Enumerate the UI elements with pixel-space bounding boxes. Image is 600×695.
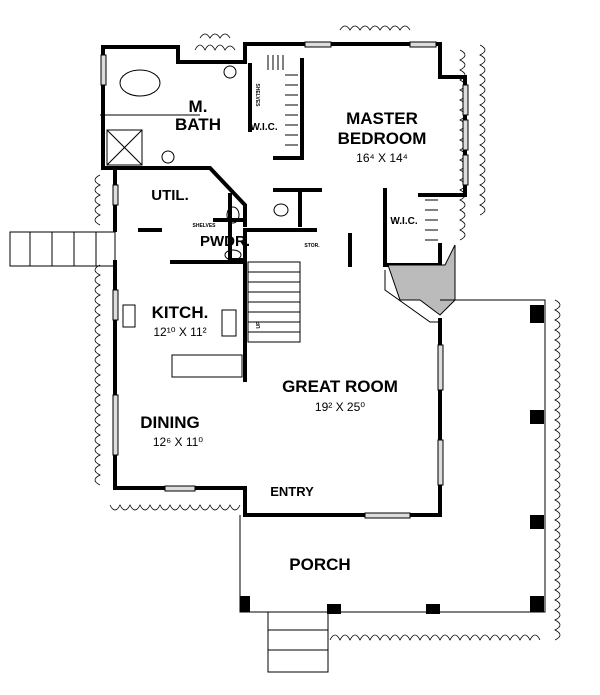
closet-rods: [267, 55, 438, 241]
storage-label: STOR.: [304, 243, 320, 249]
master-bedroom-label-2: BEDROOM: [338, 129, 427, 148]
dining-label: DINING: [140, 413, 200, 432]
fireplace: [384, 244, 456, 323]
side-walkway: [9, 231, 116, 267]
kitchen-label: KITCH.: [152, 303, 209, 322]
entry-label: ENTRY: [270, 484, 314, 499]
staircase: [247, 261, 301, 343]
sink: [161, 150, 175, 164]
util-shelves-label: SHELVES: [193, 223, 217, 229]
sink: [223, 65, 237, 79]
master-bath-label: M.: [189, 97, 208, 116]
master-bedroom-label: MASTER: [346, 109, 418, 128]
master-bedroom-dims: 16⁴ X 14⁴: [356, 151, 408, 165]
master-bath-label-2: BATH: [175, 115, 221, 134]
powder-room-label: PWDR.: [200, 233, 250, 250]
shower: [106, 129, 143, 166]
toilet: [273, 203, 289, 217]
cooktop: [221, 309, 237, 337]
stairs-up-label: UP: [256, 321, 262, 329]
kitchen-dims: 12¹⁰ X 11²: [153, 325, 206, 339]
master-wic-label: W.I.C.: [250, 122, 277, 133]
dining-dims: 12⁶ X 11⁰: [153, 435, 203, 449]
great-room-label: GREAT ROOM: [282, 377, 398, 396]
porch-label: PORCH: [289, 555, 350, 574]
tub: [119, 69, 161, 97]
porch-steps: [267, 611, 329, 673]
closet-wic-label: W.I.C.: [390, 216, 417, 227]
windows: [100, 41, 469, 519]
landscaping-shrubs: [94, 25, 561, 641]
shelves-label: SHELVES: [254, 84, 260, 108]
kitchen-sink: [122, 304, 136, 328]
sink: [224, 249, 242, 261]
fixtures: [100, 65, 289, 378]
utility-label: UTIL.: [151, 187, 189, 204]
porch: [239, 299, 546, 673]
toilet: [226, 206, 240, 224]
island-counter: [171, 354, 243, 378]
great-room-dims: 19² X 25⁰: [315, 400, 365, 414]
